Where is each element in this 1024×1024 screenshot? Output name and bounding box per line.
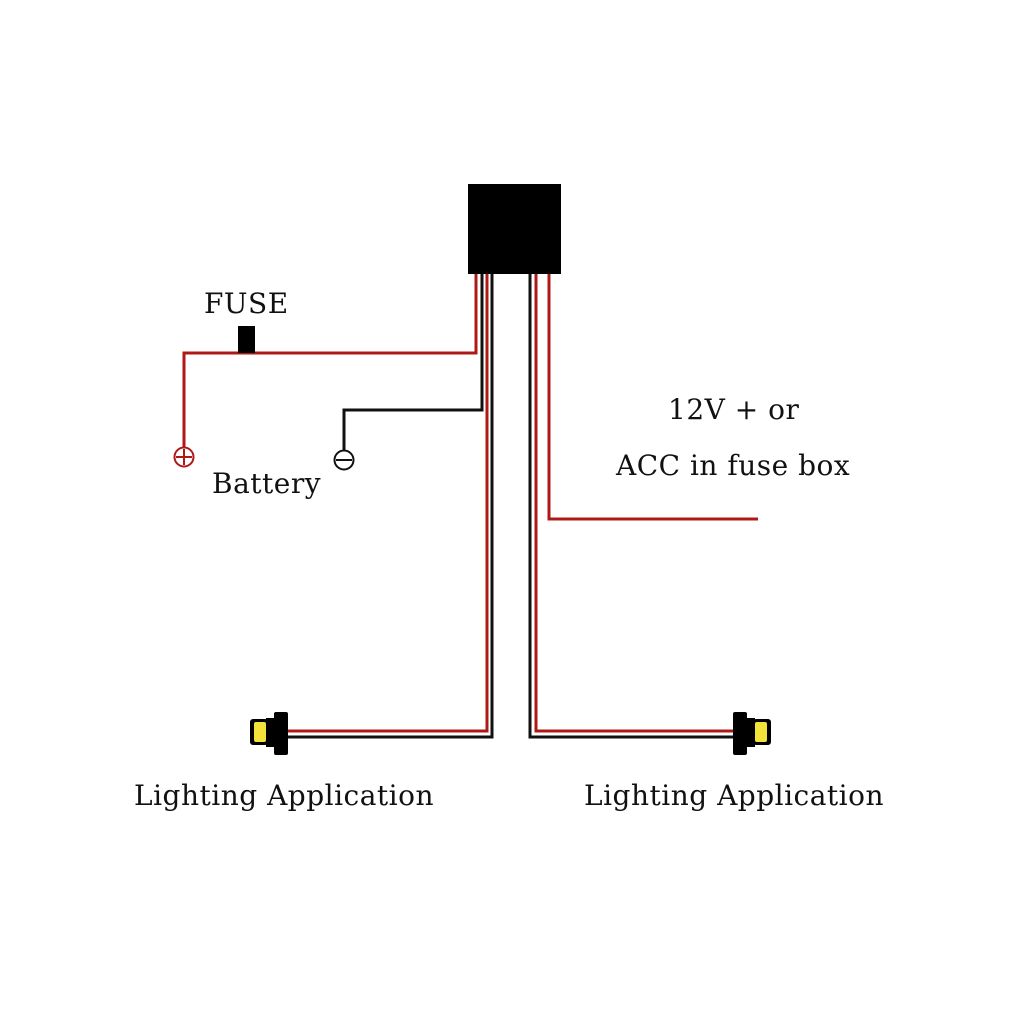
fuse-label: FUSE — [204, 287, 289, 320]
left-led-light-icon — [250, 712, 288, 755]
battery-negative-terminal-icon — [333, 449, 355, 471]
red-wire-left-light — [286, 274, 489, 733]
red-wire-12v-acc — [547, 274, 758, 521]
red-wire-right-light — [534, 274, 737, 733]
right-led-light-icon — [733, 712, 771, 755]
black-wire-left-light — [286, 274, 494, 739]
power-source-label-line1: 12V + or — [668, 393, 800, 426]
battery-positive-terminal-icon — [173, 446, 195, 468]
controller-module — [468, 184, 561, 274]
right-lighting-application-label: Lighting Application — [584, 779, 885, 812]
left-lighting-application-label: Lighting Application — [134, 779, 435, 812]
battery-label: Battery — [212, 467, 322, 500]
fuse-component — [238, 326, 255, 353]
red-wire-battery-positive — [182, 274, 478, 447]
black-wire-right-light — [528, 274, 737, 739]
power-source-label-line2: ACC in fuse box — [616, 449, 851, 482]
black-wire-battery-negative — [342, 274, 484, 450]
